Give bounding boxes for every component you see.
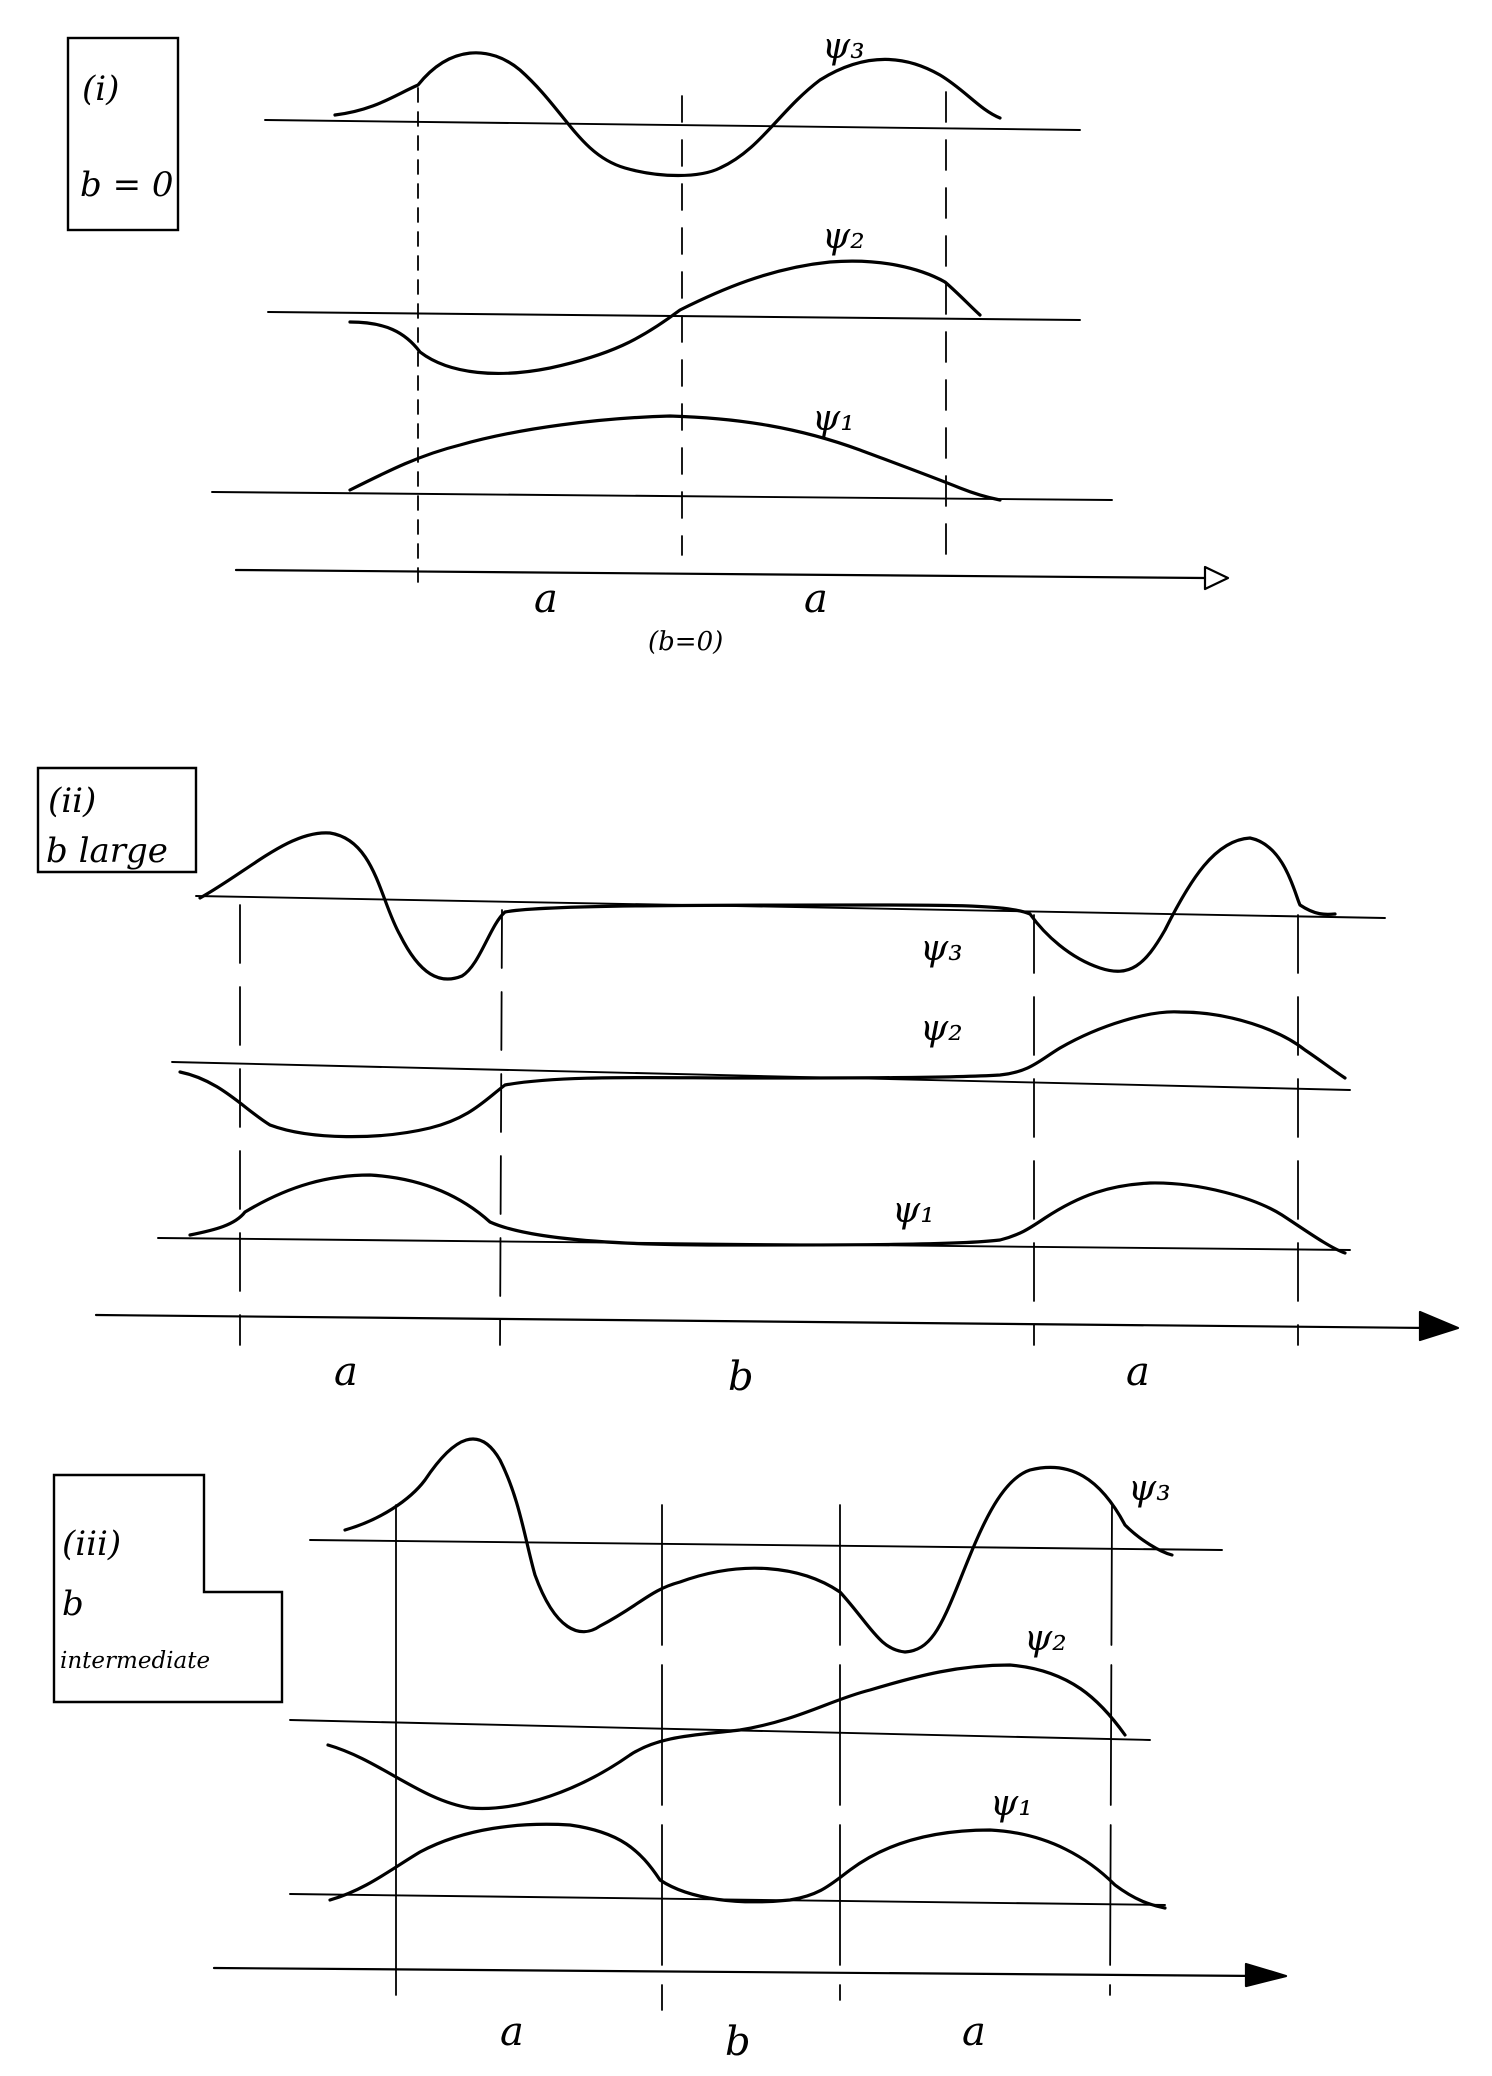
psi1-label: ψ₁: [812, 398, 855, 439]
boundary-4: [1109, 1504, 1113, 1996]
x-axis-arrow: [1244, 1962, 1288, 1988]
psi1-baseline: [211, 491, 1113, 501]
panel-iii: (iii) b intermediate ψ₃ ψ₂ ψ₁ a b a: [52, 1437, 1288, 2065]
psi3-curve: [333, 51, 1002, 178]
psi3-curve: [343, 1437, 1174, 1654]
psi3-baseline: [264, 119, 1081, 131]
segment-b: b: [728, 1354, 754, 1400]
segment-a-right: a: [962, 2009, 986, 2055]
segment-a-right: a: [1126, 1349, 1150, 1395]
panel-iii-label: (iii): [62, 1524, 121, 1564]
psi2-curve: [326, 1663, 1127, 1811]
x-axis: [234, 568, 1207, 580]
b-zero-caption: (b=0): [648, 627, 723, 657]
panel-i-label-box: [66, 36, 180, 232]
psi3-baseline: [195, 895, 1386, 919]
psi3-curve: [198, 831, 1337, 981]
panel-ii: (ii) b large ψ₃ ψ₂ ψ₁ a b a: [36, 766, 1460, 1400]
panel-i: (i) b = 0 ψ₃ ψ₂ ψ₁ a a (b=0): [66, 26, 1230, 657]
psi3-label: ψ₃: [822, 26, 865, 67]
panel-ii-label: (ii): [48, 781, 96, 821]
psi3-baseline: [309, 1539, 1223, 1551]
psi2-curve: [348, 259, 982, 376]
psi1-curve: [348, 414, 1002, 502]
psi1-curve: [188, 1173, 1347, 1255]
segment-a-left: a: [534, 576, 558, 622]
boundary-2: [499, 909, 503, 1346]
psi1-label: ψ₁: [990, 1783, 1033, 1824]
psi1-label: ψ₁: [892, 1190, 935, 1231]
psi3-label: ψ₃: [1128, 1468, 1171, 1509]
panel-iii-label-box: [52, 1473, 284, 1704]
panel-i-label: (i): [82, 69, 119, 109]
segment-a-left: a: [334, 1349, 358, 1395]
x-axis-arrow: [1418, 1310, 1460, 1342]
segment-a-left: a: [500, 2009, 524, 2055]
panel-iii-condition-detail: intermediate: [60, 1648, 210, 1674]
psi2-label: ψ₂: [920, 1008, 963, 1049]
segment-b: b: [725, 2019, 751, 2065]
x-axis: [212, 1966, 1262, 1978]
psi2-label: ψ₂: [1024, 1618, 1067, 1659]
x-axis: [94, 1313, 1432, 1330]
x-axis-arrow: [1203, 565, 1230, 591]
panel-iii-condition: b: [62, 1584, 84, 1624]
psi1-curve: [328, 1822, 1167, 1910]
psi2-curve: [178, 1010, 1347, 1139]
psi3-label: ψ₃: [920, 928, 963, 969]
segment-a-right: a: [804, 576, 828, 622]
psi2-baseline: [289, 1719, 1151, 1741]
panel-ii-condition: b large: [46, 831, 168, 871]
panel-i-condition: b = 0: [80, 165, 174, 205]
psi2-label: ψ₂: [822, 216, 865, 257]
panel-ii-label-box: [36, 766, 198, 874]
psi2-baseline: [171, 1061, 1351, 1091]
